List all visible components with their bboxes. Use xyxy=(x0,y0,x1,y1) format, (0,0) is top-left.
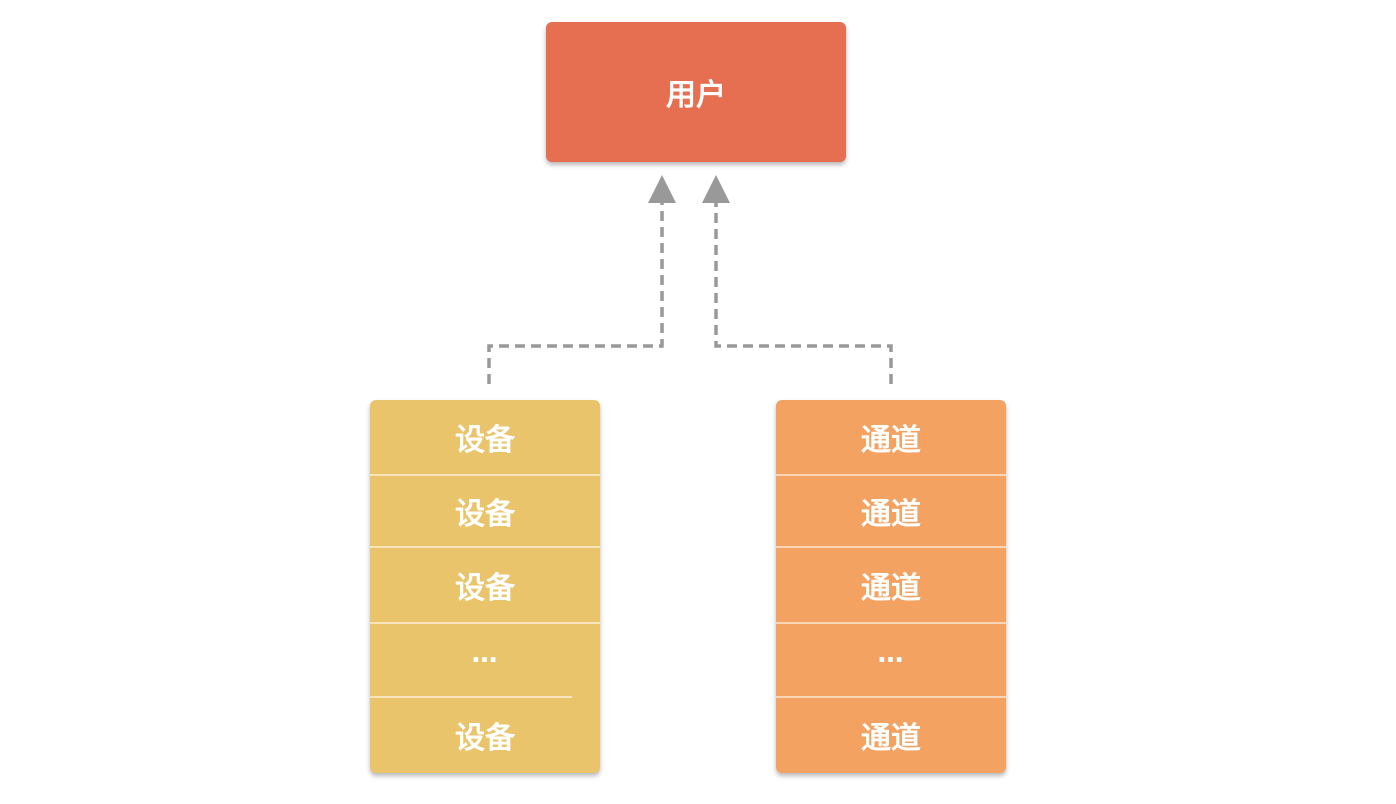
channel-divider xyxy=(776,474,1006,476)
channel-item: 通道 xyxy=(776,400,1006,474)
channel-stack: 通道 通道 通道 … 通道 xyxy=(776,400,1006,773)
channel-item-label: 通道 xyxy=(861,721,921,756)
device-ellipsis-label: … xyxy=(471,638,499,669)
device-divider xyxy=(370,474,600,476)
device-divider xyxy=(370,696,572,698)
channel-ellipsis-item: … xyxy=(776,623,1006,696)
device-divider xyxy=(370,622,600,624)
channel-arrowhead-icon xyxy=(702,175,730,203)
channel-divider xyxy=(776,546,1006,548)
device-item-label: 设备 xyxy=(455,570,515,606)
device-item: 设备 xyxy=(370,547,600,622)
channel-divider xyxy=(776,696,1006,698)
device-ellipsis-item: … xyxy=(370,623,600,696)
channel-divider xyxy=(776,622,1006,624)
device-arrowhead-icon xyxy=(648,175,676,203)
device-to-user-connector xyxy=(487,200,664,384)
channel-to-user-connector xyxy=(714,200,893,384)
user-node-label: 用户 xyxy=(666,78,726,113)
device-stack: 设备 设备 设备 … 设备 xyxy=(370,400,600,773)
channel-item-label: 通道 xyxy=(861,496,921,532)
channel-item-label: 通道 xyxy=(861,570,921,606)
channel-item: 通道 xyxy=(776,475,1006,546)
channel-ellipsis-label: … xyxy=(877,638,905,669)
device-item: 设备 xyxy=(370,400,600,474)
device-item-label: 设备 xyxy=(455,721,515,756)
device-item-label: 设备 xyxy=(455,423,515,458)
device-item: 设备 xyxy=(370,475,600,546)
device-divider xyxy=(370,546,600,548)
user-node: 用户 xyxy=(546,22,846,162)
channel-item: 通道 xyxy=(776,697,1006,773)
channel-item-label: 通道 xyxy=(861,423,921,458)
device-item-label: 设备 xyxy=(455,496,515,532)
channel-item: 通道 xyxy=(776,547,1006,622)
device-item: 设备 xyxy=(370,697,600,773)
